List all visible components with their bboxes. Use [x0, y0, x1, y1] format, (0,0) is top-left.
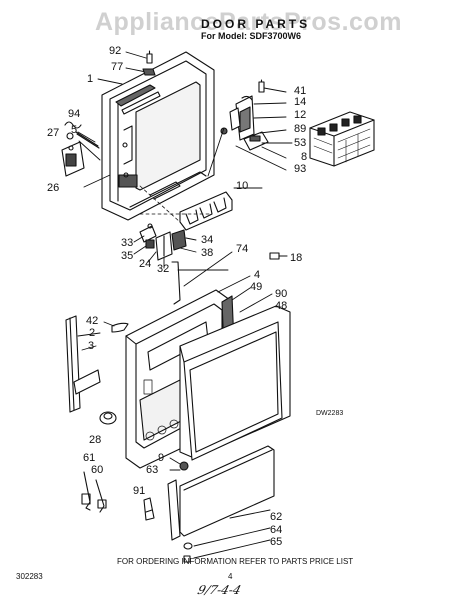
door-panel-90-48: [179, 305, 291, 461]
part-label-9: 9: [158, 452, 165, 464]
diagram-code: DW2283: [316, 410, 344, 417]
part-label-92: 92: [109, 45, 122, 57]
part-label-89: 89: [294, 123, 307, 135]
plug-28: [99, 411, 117, 425]
part-label-14: 14: [294, 96, 307, 108]
part-label-24: 24: [139, 258, 152, 270]
bracket-14-12: [229, 95, 255, 141]
screw-41: [258, 79, 265, 93]
part-label-26: 26: [47, 182, 60, 194]
part-label-61: 61: [83, 452, 96, 464]
clip-91: [143, 497, 155, 521]
part-label-32: 32: [157, 263, 170, 275]
latch-assembly-26: [61, 141, 85, 177]
part-label-2: 2: [89, 327, 96, 339]
handwritten-mark: 9/7-4-4: [196, 583, 243, 597]
part-label-48: 48: [275, 300, 288, 312]
page-number: 4: [228, 572, 233, 581]
screw-9-63: [169, 457, 189, 471]
leader-lines-left: [77, 321, 115, 351]
part-label-4: 4: [254, 269, 261, 281]
hinge-pin-34-38: [171, 229, 197, 253]
model-subtitle: For Model: SDF3700W6: [201, 31, 302, 41]
alignment-lines: [139, 185, 211, 223]
part-label-63: 63: [146, 464, 159, 476]
document-number: 302283: [16, 572, 43, 581]
parts-94-27-5: [64, 121, 100, 149]
part-label-91: 91: [133, 485, 146, 497]
part-label-1: 1: [87, 73, 94, 85]
part-label-12: 12: [294, 109, 307, 121]
part-label-53: 53: [294, 137, 307, 149]
part-label-33: 33: [121, 237, 134, 249]
part-label-90: 90: [275, 288, 288, 300]
leader-lines-right: [207, 87, 293, 177]
part-label-41: 41: [294, 85, 307, 97]
part-label-60: 60: [91, 464, 104, 476]
watermark: AppliancePartsPros.com: [95, 8, 402, 36]
hinge-89-8: [220, 127, 269, 151]
part-label-18: 18: [290, 252, 303, 264]
part-label-8: 8: [301, 151, 308, 163]
part-label-64: 64: [270, 524, 283, 536]
leader-lines-bottom: [193, 509, 271, 559]
part-label-77: 77: [111, 61, 124, 73]
part-label-93: 93: [294, 163, 307, 175]
part-label-94: 94: [68, 108, 81, 120]
hinge-parts-33-35-24-32: [139, 223, 173, 261]
door-handle-10: [179, 191, 233, 231]
part-label-28: 28: [89, 434, 102, 446]
part-label-42: 42: [86, 315, 99, 327]
clip-77: [142, 68, 156, 76]
part-label-5: 5: [71, 124, 78, 136]
part-label-62: 62: [270, 511, 283, 523]
clip-42: [111, 322, 129, 333]
part-label-49: 49: [250, 281, 263, 293]
part-label-27: 27: [47, 127, 60, 139]
part-label-38: 38: [201, 247, 214, 259]
screw-92: [146, 50, 153, 64]
part-label-34: 34: [201, 234, 214, 246]
spring-parts-61-60: [81, 471, 107, 513]
ordering-footer-note: FOR ORDERING INFORMATION REFER TO PARTS …: [117, 557, 354, 566]
diagram-title: DOOR PARTS: [201, 17, 311, 31]
leader-lines-top-left: [77, 51, 147, 188]
screw-18: [269, 252, 288, 260]
silverware-basket-53: [309, 111, 375, 167]
part-label-35: 35: [121, 250, 134, 262]
leader-lines-mid: [133, 235, 165, 269]
part-label-65: 65: [270, 536, 283, 548]
lower-kick-panel: [167, 445, 275, 563]
part-label-74: 74: [236, 243, 249, 255]
part-label-10: 10: [236, 180, 249, 192]
part-label-3: 3: [88, 340, 95, 352]
side-channel-2-3: [65, 315, 101, 413]
inner-door-panel: [101, 51, 215, 221]
